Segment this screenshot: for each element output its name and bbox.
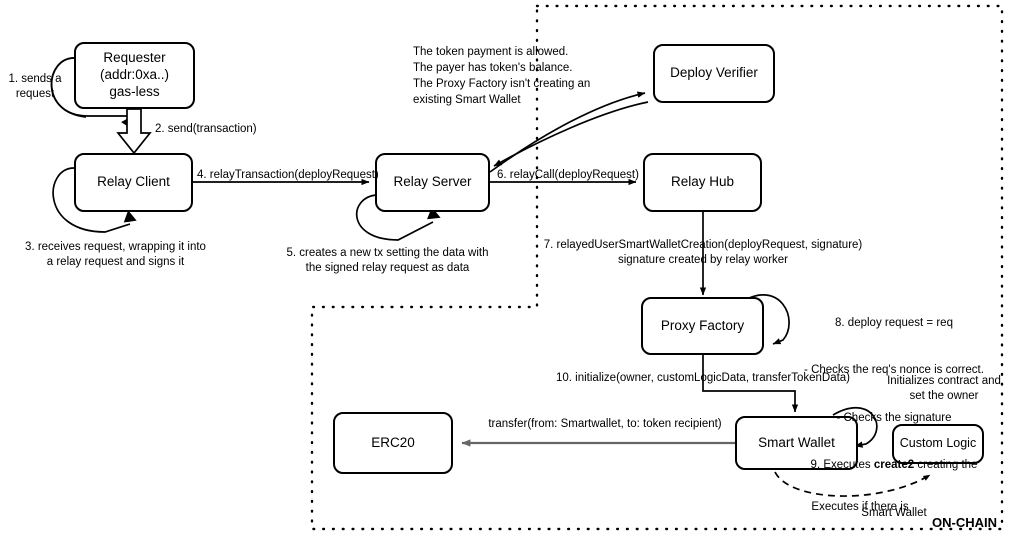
node-relay-client[interactable]: Relay Client — [74, 153, 193, 212]
label-step5: 5. creates a new tx setting the data wit… — [286, 247, 489, 274]
node-erc20-label: ERC20 — [371, 434, 415, 450]
node-deploy-verifier[interactable]: Deploy Verifier — [653, 44, 775, 103]
label-proxy-note-line-2: - Checks the req's nonce is correct. — [804, 364, 984, 377]
node-proxy-factory-label: Proxy Factory — [660, 317, 745, 333]
label-step6: 6. relayCall(deployRequest) — [497, 169, 639, 181]
node-requester-line-2: (addr:0xa..) — [99, 67, 170, 83]
on-chain-label: ON-CHAIN — [932, 515, 997, 530]
label-step3: 3. receives request, wrapping it into a … — [25, 241, 206, 268]
label-verifier-conditions: The token payment is allowed. The payer … — [413, 46, 591, 106]
label-proxy-factory-note: 8. deploy request = req - Checks the req… — [795, 284, 993, 538]
proxy-note-create2: create2 — [873, 459, 915, 472]
node-requester-line-3: gas-less — [109, 83, 160, 99]
node-relay-server-label: Relay Server — [393, 174, 472, 190]
label-step4: 4. relayTransaction(deployRequest) — [197, 169, 379, 181]
edge-step2-block-arrow — [116, 108, 152, 155]
node-proxy-factory[interactable]: Proxy Factory — [641, 297, 764, 355]
proxy-note-suffix: creating the — [914, 459, 978, 472]
node-relay-server[interactable]: Relay Server — [375, 153, 490, 212]
node-relay-client-label: Relay Client — [97, 174, 170, 190]
edge-deploy-verifier-response — [493, 101, 649, 167]
node-relay-hub-label: Relay Hub — [670, 174, 735, 190]
label-step7: 7. relayedUserSmartWalletCreation(deploy… — [543, 239, 863, 266]
proxy-note-prefix: 9. Executes — [810, 459, 874, 472]
node-deploy-verifier-label: Deploy Verifier — [670, 65, 758, 81]
label-proxy-note-line-4: 9. Executes create2 creating the — [795, 458, 993, 474]
label-proxy-note-line-3: - Checks the signature — [836, 411, 952, 424]
node-requester[interactable]: Requester (addr:0xa..) gas-less — [74, 42, 195, 109]
node-requester-line-1: Requester — [103, 50, 166, 66]
label-step2: 2. send(transaction) — [155, 123, 257, 135]
label-transfer: transfer(from: Smartwallet, to: token re… — [488, 418, 722, 430]
label-step1: 1. sends a request — [8, 73, 62, 100]
node-erc20[interactable]: ERC20 — [333, 412, 453, 474]
node-relay-hub[interactable]: Relay Hub — [643, 153, 762, 212]
label-proxy-note-line-1: 8. deploy request = req — [835, 316, 953, 329]
